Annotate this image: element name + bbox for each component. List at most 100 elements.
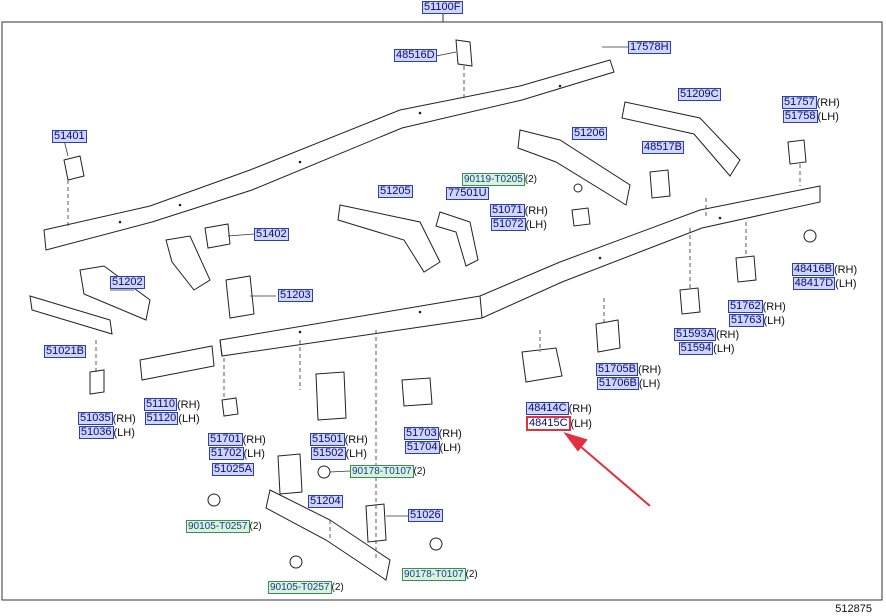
part-number-51594[interactable]: 51594 <box>678 342 714 355</box>
part-number-51706b[interactable]: 51706B <box>596 377 639 390</box>
side-lh: (LH) <box>570 417 592 430</box>
callout-51025a: 51025A <box>212 463 254 476</box>
part-number-51501[interactable]: 51501 <box>310 433 345 446</box>
side-rh: (RH) <box>344 433 368 446</box>
side-rh: (RH) <box>762 300 786 313</box>
callout-51762-51763: 51762(RH) 51763(LH) <box>728 300 786 327</box>
part-number-77501u[interactable]: 77501U <box>446 187 489 200</box>
part-number-90178-t0107-upper[interactable]: 90178-T0107 <box>350 465 414 478</box>
part-number-51701[interactable]: 51701 <box>208 433 243 446</box>
part-number-51202[interactable]: 51202 <box>110 276 145 289</box>
part-number-48516d[interactable]: 48516D <box>394 49 437 62</box>
frame-rail-left <box>43 59 615 251</box>
callout-51401: 51401 <box>52 130 87 143</box>
callout-51705b-51706b: 51705B(RH) 51706B(LH) <box>596 363 661 390</box>
callout-51402: 51402 <box>254 228 289 241</box>
part-number-51120[interactable]: 51120 <box>144 412 179 425</box>
rail-holes <box>118 84 722 334</box>
side-rh: (RH) <box>242 433 266 446</box>
callout-51202: 51202 <box>110 276 145 289</box>
quantity-2: (2) <box>413 465 426 477</box>
callout-48416b-48417d: 48416B(RH) 48417D(LH) <box>792 263 857 290</box>
diagram-frame <box>1 21 883 601</box>
part-number-51705b[interactable]: 51705B <box>596 363 638 376</box>
callout-51071-51072: 51071(RH) 51072(LH) <box>490 204 548 231</box>
side-rh: (RH) <box>112 412 136 425</box>
brackets <box>63 39 807 543</box>
part-number-51025a[interactable]: 51025A <box>212 463 254 476</box>
part-number-51206[interactable]: 51206 <box>572 127 607 140</box>
side-lh: (LH) <box>243 447 265 460</box>
part-number-51209c[interactable]: 51209C <box>678 88 721 101</box>
part-number-48517b[interactable]: 48517B <box>642 141 684 154</box>
callout-51203: 51203 <box>278 289 313 302</box>
part-number-90119-t0205[interactable]: 90119-T0205 <box>462 173 525 186</box>
callout-51757-51758: 51757(RH) 51758(LH) <box>782 96 840 123</box>
side-rh: (RH) <box>524 204 548 217</box>
part-number-48414c[interactable]: 48414C <box>526 402 569 415</box>
part-number-51757[interactable]: 51757 <box>782 96 817 109</box>
side-lh: (LH) <box>525 218 547 231</box>
side-lh: (LH) <box>178 412 200 425</box>
part-number-90178-t0107-lower[interactable]: 90178-T0107 <box>402 568 466 581</box>
side-rh: (RH) <box>833 263 858 276</box>
part-number-51110[interactable]: 51110 <box>144 398 177 411</box>
frame-rail-right <box>219 185 821 357</box>
part-number-51203[interactable]: 51203 <box>278 289 313 302</box>
highlight-arrow <box>563 432 651 507</box>
part-number-51205[interactable]: 51205 <box>378 185 413 198</box>
part-number-51100f[interactable]: 51100F <box>422 1 463 14</box>
part-number-48417d[interactable]: 48417D <box>792 277 836 290</box>
callout-90119-t0205: 90119-T0205(2) <box>462 173 537 186</box>
callout-51021b: 51021B <box>44 345 86 358</box>
callout-48516d: 48516D <box>394 49 437 62</box>
callout-51593a-51594: 51593A(RH) 51594(LH) <box>674 328 739 355</box>
side-rh: (RH) <box>568 402 592 415</box>
part-number-51036[interactable]: 51036 <box>78 426 114 439</box>
part-number-51402[interactable]: 51402 <box>254 228 289 241</box>
part-number-51071[interactable]: 51071 <box>490 204 525 217</box>
part-number-51704[interactable]: 51704 <box>404 441 440 454</box>
side-rh: (RH) <box>715 328 740 341</box>
part-number-51763[interactable]: 51763 <box>728 314 764 327</box>
callout-51209c: 51209C <box>678 88 721 101</box>
part-number-17578h[interactable]: 17578H <box>628 41 671 54</box>
part-number-51026[interactable]: 51026 <box>408 509 443 522</box>
callout-51035-51036: 51035(RH) 51036(LH) <box>78 412 136 439</box>
part-number-51762[interactable]: 51762 <box>728 300 763 313</box>
part-number-51702[interactable]: 51702 <box>208 447 244 460</box>
part-number-51204[interactable]: 51204 <box>308 495 343 508</box>
part-number-51703[interactable]: 51703 <box>404 427 439 440</box>
part-number-90105-t0257-upper[interactable]: 90105-T0257 <box>186 520 250 533</box>
callout-90178-t0107-lower: 90178-T0107(2) <box>402 568 478 581</box>
callout-48517b: 48517B <box>642 141 684 154</box>
side-lh: (LH) <box>113 426 135 439</box>
callout-51701-51702: 51701(RH) 51702(LH) <box>208 433 266 460</box>
quantity-2: (2) <box>465 568 478 580</box>
part-number-51758[interactable]: 51758 <box>782 110 818 123</box>
part-number-51021b[interactable]: 51021B <box>44 345 86 358</box>
callout-17578h: 17578H <box>628 41 671 54</box>
side-lh: (LH) <box>345 447 367 460</box>
part-number-48416b[interactable]: 48416B <box>792 263 834 276</box>
part-number-51401[interactable]: 51401 <box>52 130 87 143</box>
quantity-2: (2) <box>249 520 262 532</box>
side-lh: (LH) <box>439 441 461 454</box>
part-number-51593a[interactable]: 51593A <box>674 328 716 341</box>
side-lh: (LH) <box>835 277 857 290</box>
part-number-51072[interactable]: 51072 <box>490 218 526 231</box>
quantity-2: (2) <box>331 581 344 593</box>
part-number-51502[interactable]: 51502 <box>310 447 346 460</box>
callout-51206: 51206 <box>572 127 607 140</box>
cross-members <box>29 101 741 581</box>
callout-51110-51120: 51110(RH) 51120(LH) <box>144 398 200 425</box>
callout-51703-51704: 51703(RH) 51704(LH) <box>404 427 462 454</box>
side-lh: (LH) <box>763 314 785 327</box>
part-number-90105-t0257-lower[interactable]: 90105-T0257 <box>268 581 332 594</box>
part-number-48415c-highlighted[interactable]: 48415C <box>526 416 571 431</box>
part-number-51035[interactable]: 51035 <box>78 412 113 425</box>
callout-51100f: 51100F <box>422 1 463 14</box>
side-rh: (RH) <box>176 398 201 411</box>
callout-51501-51502: 51501(RH) 51502(LH) <box>310 433 368 460</box>
